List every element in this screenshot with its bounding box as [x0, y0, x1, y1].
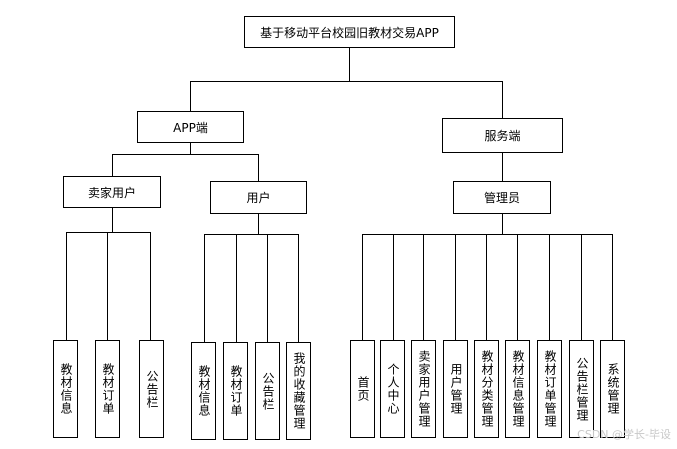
admin-seller-management-node: 卖家用户管理: [411, 340, 436, 438]
seller-textbook-orders-node: 教材订单: [95, 340, 120, 438]
admin-home-node: 首页: [350, 340, 375, 438]
user-textbook-info-node: 教材信息: [191, 342, 216, 440]
seller-user-node: 卖家用户: [63, 176, 161, 208]
watermark: CSDN @学长-毕设: [577, 428, 671, 441]
admin-bulletin-management-node: 公告栏管理: [569, 340, 594, 438]
user-bulletin-node: 公告栏: [255, 342, 280, 440]
admin-category-management-node: 教材分类管理: [474, 340, 499, 438]
server-end-node: 服务端: [442, 118, 563, 153]
seller-textbook-info-node: 教材信息: [53, 340, 78, 438]
admin-textbook-management-node: 教材信息管理: [505, 340, 530, 438]
admin-order-management-node: 教材订单管理: [537, 340, 562, 438]
seller-bulletin-node: 公告栏: [139, 340, 164, 438]
root-node: 基于移动平台校园旧教材交易APP: [244, 16, 455, 48]
admin-system-management-node: 系统管理: [600, 340, 625, 438]
app-end-node: APP端: [137, 111, 244, 143]
admin-user-management-node: 用户管理: [443, 340, 468, 438]
admin-personal-center-node: 个人中心: [380, 340, 405, 438]
admin-node: 管理员: [453, 181, 551, 214]
user-node: 用户: [210, 181, 307, 214]
user-favorites-node: 我的收藏管理: [286, 342, 311, 440]
user-textbook-orders-node: 教材订单: [223, 342, 248, 440]
